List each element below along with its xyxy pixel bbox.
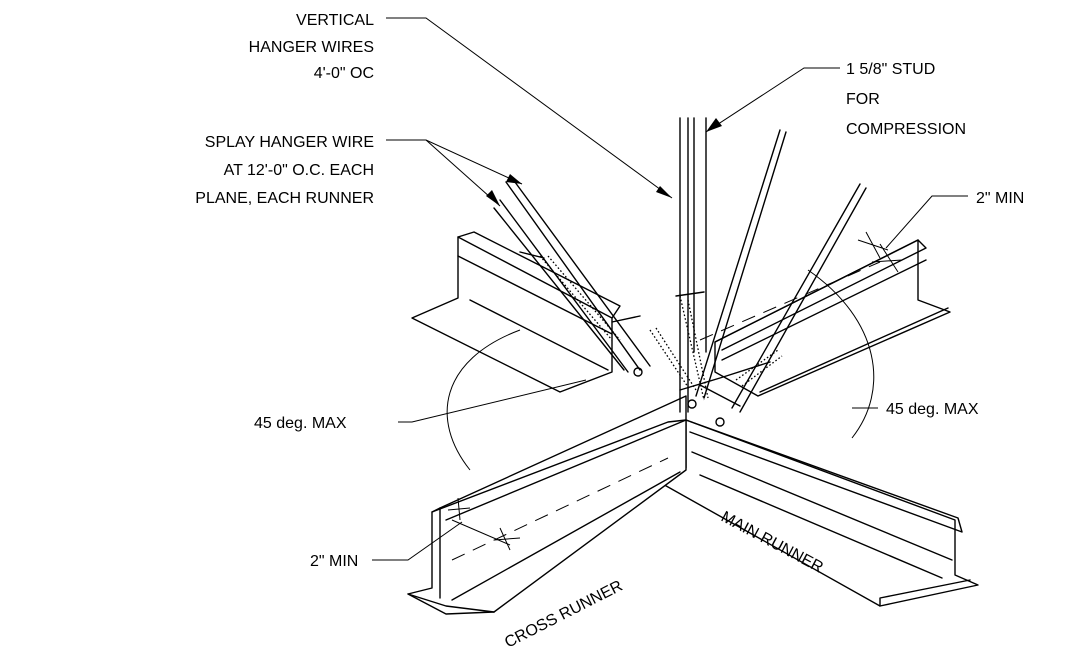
label-line: HANGER WIRES [249,39,374,56]
cross-runner-back [714,239,951,397]
label-line: 4'-0" OC [314,65,374,82]
compression-stud [693,117,707,353]
label-line: SPLAY HANGER WIRE [205,134,374,151]
label-line: VERTICAL [296,12,374,29]
label-line: COMPRESSION [846,121,966,138]
label-stud: 1 5/8" STUD FOR COMPRESSION [846,61,966,138]
label-45-deg-left: 45 deg. MAX [254,415,347,432]
label-2in-min-left: 2" MIN [310,553,358,570]
label-45-deg-right: 45 deg. MAX [886,401,979,418]
main-runner-front [651,419,979,607]
label-line: PLANE, EACH RUNNER [195,190,374,207]
main-runner-back [411,231,621,393]
label-vertical-hanger-wires: VERTICAL HANGER WIRES 4'-0" OC [249,12,374,82]
label-2in-min-right: 2" MIN [976,190,1024,207]
label-splay-hanger-wire: SPLAY HANGER WIRE AT 12'-0" O.C. EACH PL… [195,134,374,207]
angle-arcs [446,269,875,471]
label-line: FOR [846,91,880,108]
leader-lines [372,17,968,561]
dimension-marks [447,231,903,551]
runner-centerlines [451,261,881,561]
vertical-hanger-wire [679,117,689,413]
label-line: 1 5/8" STUD [846,61,935,78]
splay-hanger-wires [493,129,867,427]
label-line: AT 12'-0" O.C. EACH [224,162,374,179]
cross-runner-front [407,395,687,615]
